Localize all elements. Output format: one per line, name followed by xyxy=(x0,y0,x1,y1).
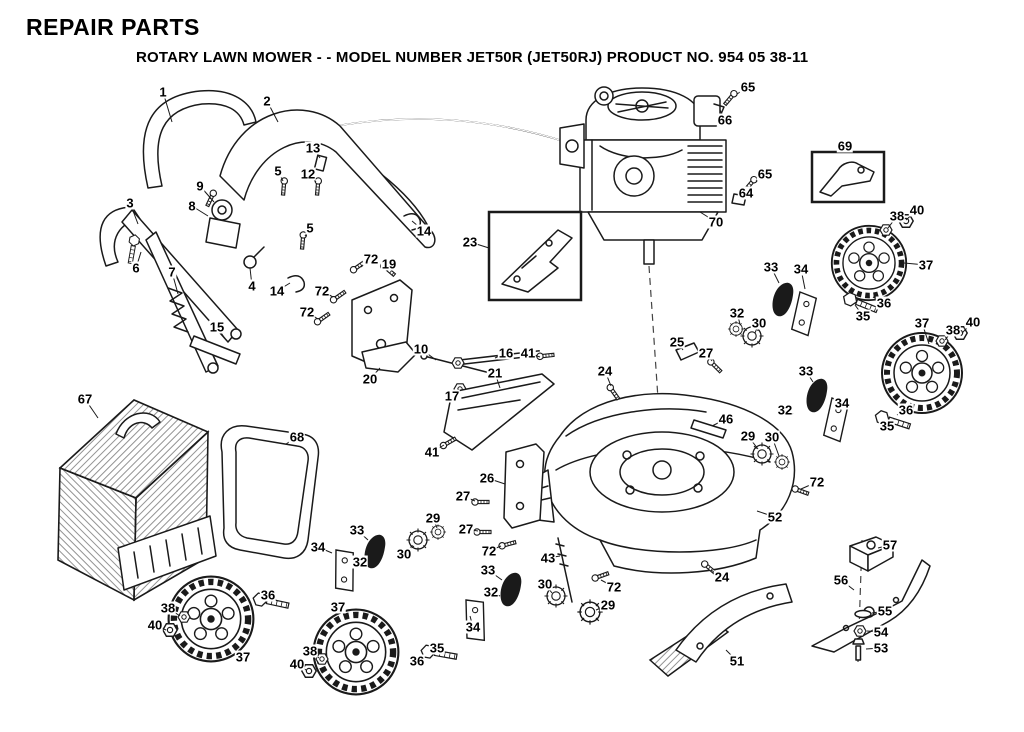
handle-hardware xyxy=(125,154,422,293)
gas-cap xyxy=(594,86,614,106)
upper-handle xyxy=(142,89,436,249)
inset-box-69 xyxy=(810,150,886,204)
control-bracket xyxy=(312,258,417,373)
crankshaft xyxy=(643,239,655,265)
blade xyxy=(811,559,931,653)
bag-bottom-pan xyxy=(117,515,217,591)
pivot-rod-assembly xyxy=(420,350,555,451)
rear-baffle xyxy=(675,583,793,663)
wheel-left-front xyxy=(314,610,399,695)
washer xyxy=(854,609,872,619)
guard-plate xyxy=(443,373,555,451)
handle-mount-bracket xyxy=(503,443,545,529)
bag-handle xyxy=(115,412,161,439)
wheel-right-rear xyxy=(832,226,906,300)
mower-deck xyxy=(515,392,796,574)
deck-brackets xyxy=(471,342,810,603)
wheel-right-front xyxy=(882,333,962,413)
blade-bolt xyxy=(855,645,862,661)
blade-assembly xyxy=(648,536,931,677)
engine-base xyxy=(587,211,719,241)
brake-rod xyxy=(557,537,573,603)
handle-spring xyxy=(167,287,189,333)
model-subtitle: ROTARY LAWN MOWER - - MODEL NUMBER JET50… xyxy=(136,49,809,66)
lower-handle xyxy=(99,206,242,374)
support-rod xyxy=(690,419,727,439)
cable-clamp xyxy=(287,275,306,293)
engine xyxy=(559,86,727,429)
inset-box-23 xyxy=(487,210,583,302)
page-title: REPAIR PARTS xyxy=(26,14,200,40)
cable-ring xyxy=(243,255,257,269)
grass-bag xyxy=(57,399,217,602)
muffler-fins xyxy=(687,145,723,203)
bag-frame xyxy=(220,425,320,560)
